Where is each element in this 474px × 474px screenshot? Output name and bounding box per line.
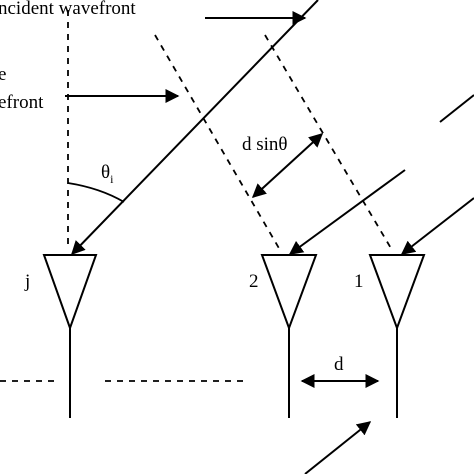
incident-ray-2 [288,169,406,255]
antenna-1-label: 1 [354,271,364,292]
d-sin-theta-arrow [251,133,324,198]
antenna-2-label: 2 [249,271,259,292]
incident-ray-1 [400,197,474,255]
antenna-1 [368,254,426,331]
wavefront-line-2 [264,34,393,251]
antenna-j-label: j [24,271,30,292]
antenna-j [42,254,98,331]
wavefront-label-top: e [0,64,6,85]
incident-ray-bottom [304,421,372,474]
theta-i-label: θi [101,162,114,186]
incident-ray-partial [439,94,474,123]
wavefront-line-1 [154,34,281,251]
theta-angle-arc [67,182,125,203]
distance-d-label: d [334,354,344,375]
incident-wavefront-label: ncident wavefront [0,0,136,19]
d-sin-theta-label: d sinθ [242,134,288,155]
antenna-2 [260,254,318,331]
wavefront-label-bottom: efront [0,92,44,113]
incident-ray-j [71,0,319,256]
